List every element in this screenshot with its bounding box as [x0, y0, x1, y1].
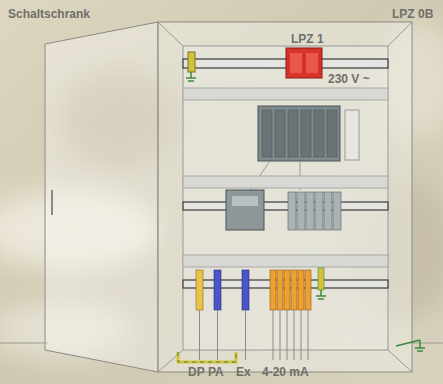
signal-name: DP — [188, 365, 205, 379]
zone-label: LPZ 1 — [291, 32, 324, 46]
voltage-label: 230 V ~ — [328, 72, 370, 86]
signal-name: Ex — [236, 365, 251, 379]
signal-name: PA — [208, 365, 224, 379]
zone-label: LPZ 0B — [392, 7, 433, 21]
signal-name: 4-20 mA — [262, 365, 309, 379]
cabinet-title: Schaltschrank — [8, 7, 90, 21]
